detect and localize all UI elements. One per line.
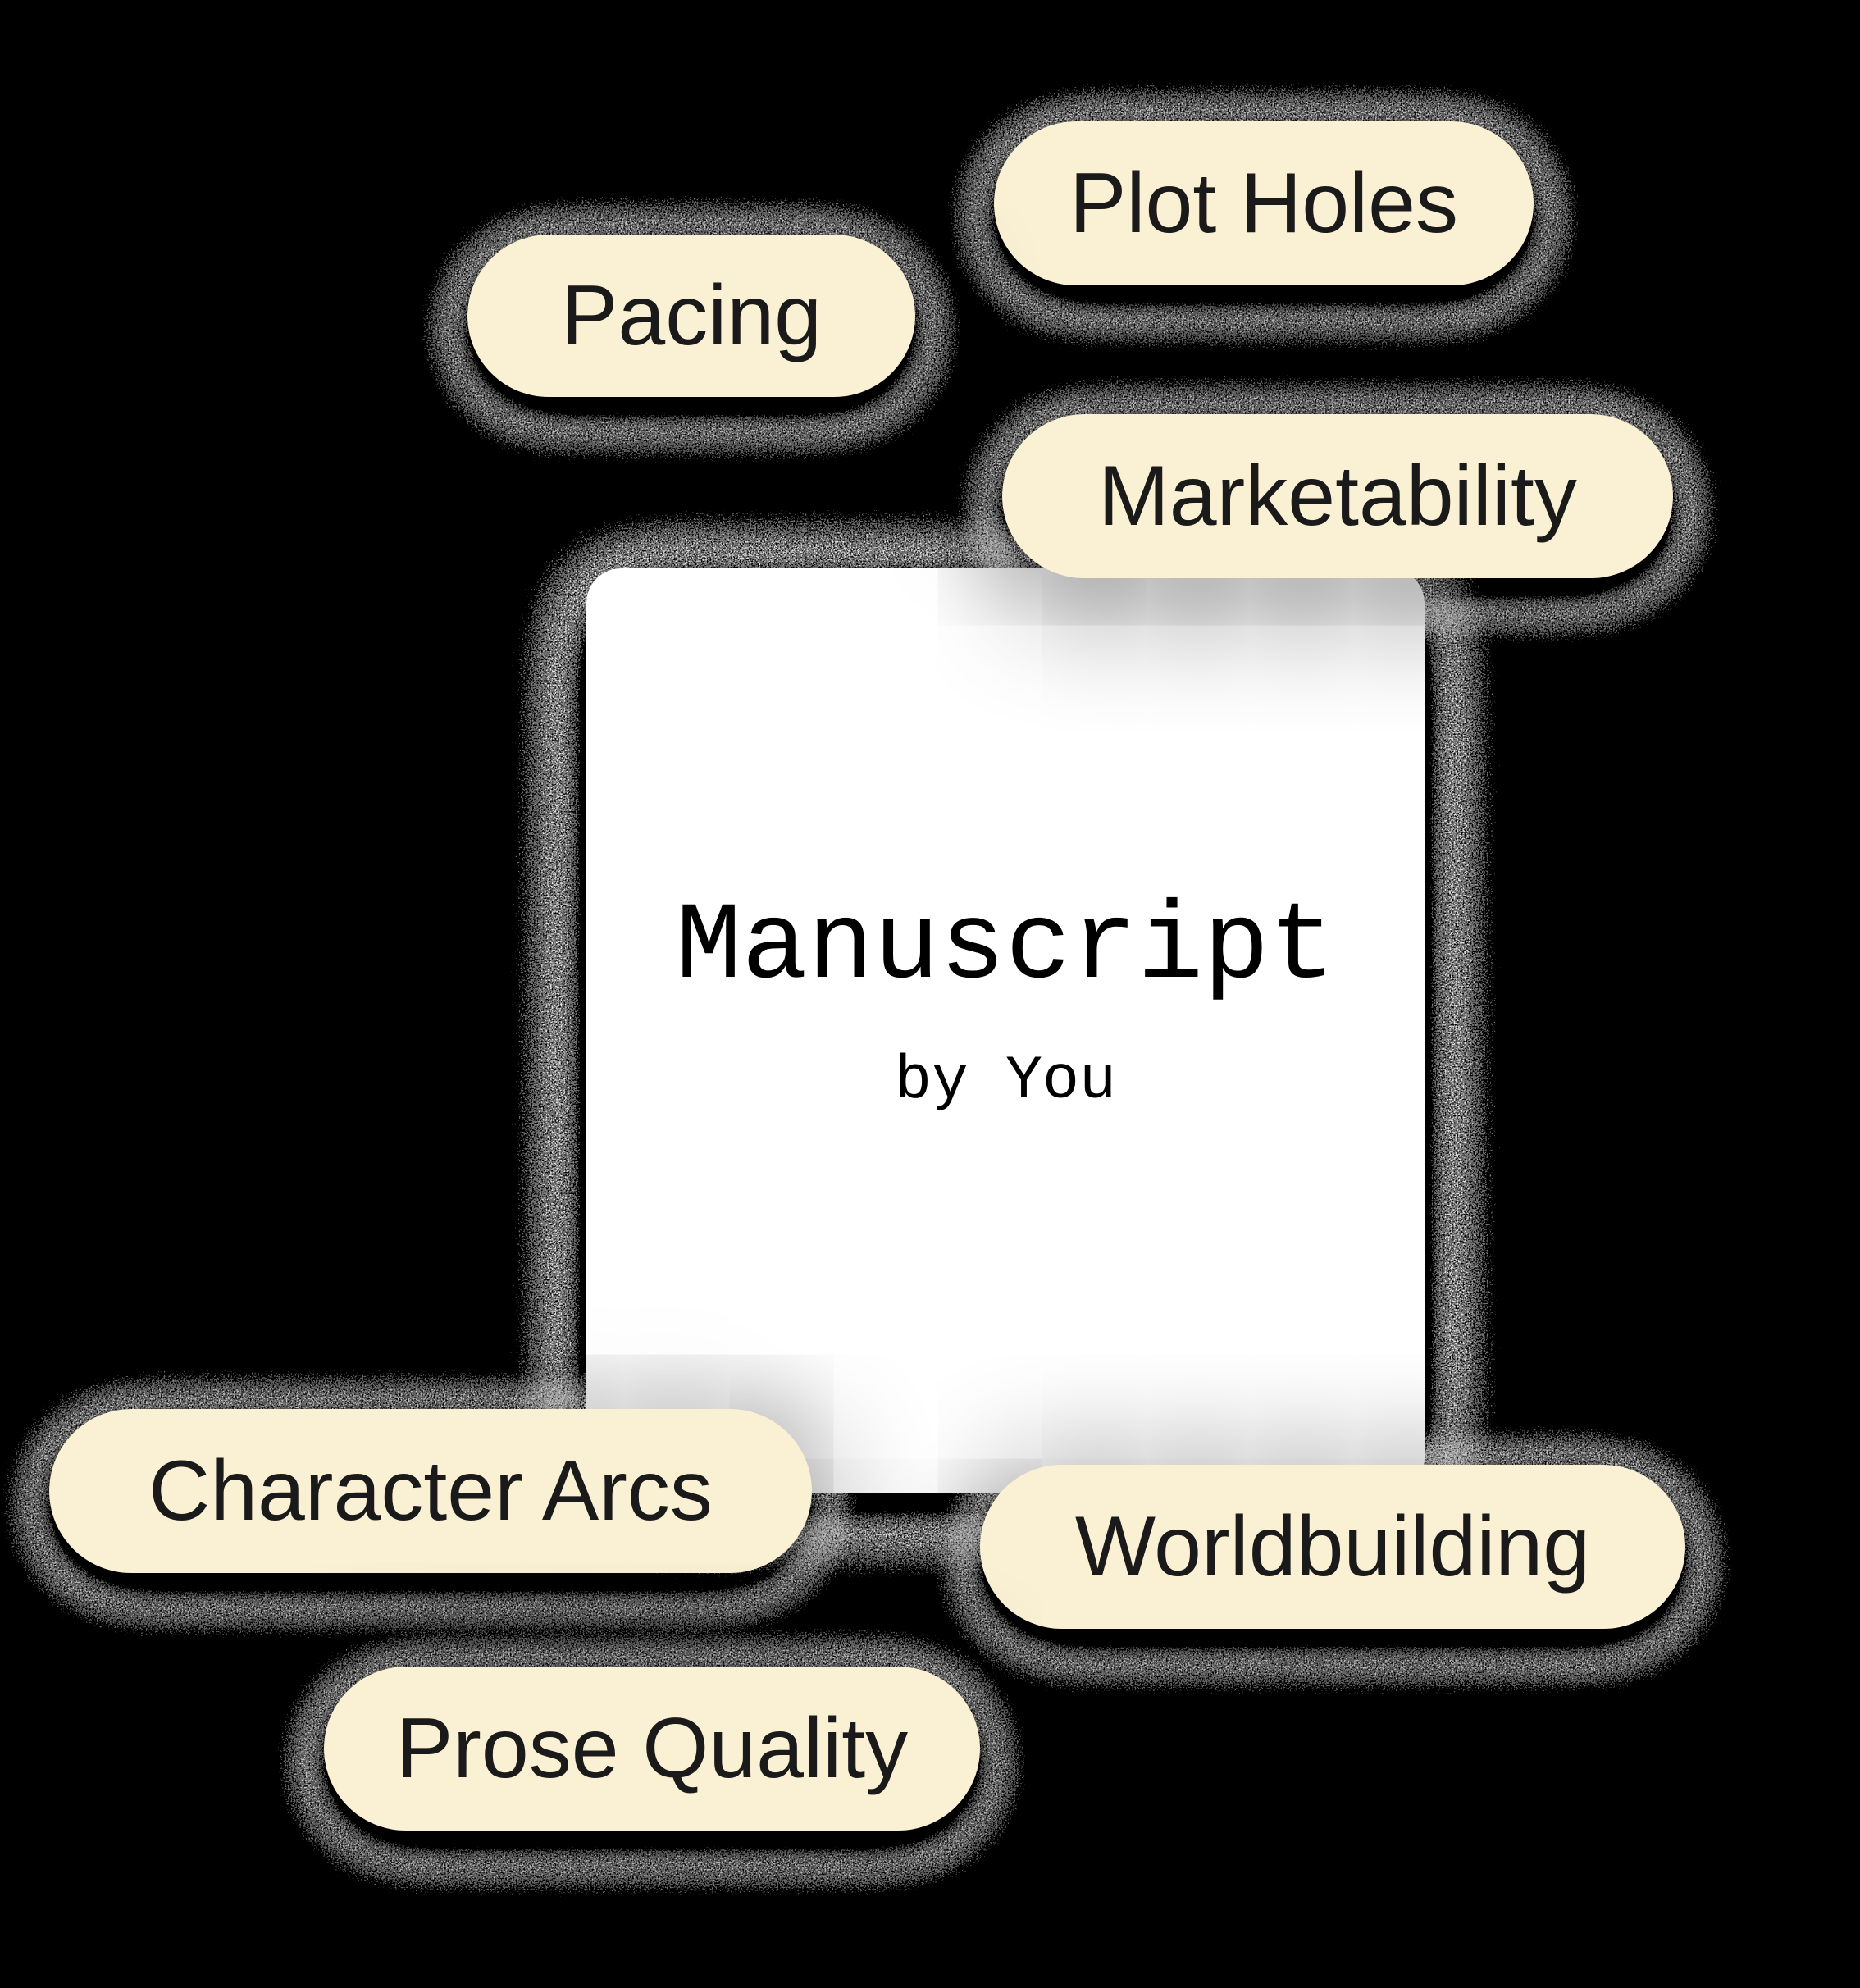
manuscript-title: Manuscript — [675, 886, 1336, 1010]
tag-label-worldbuilding: Worldbuilding — [1074, 1498, 1591, 1594]
tag-label-marketability: Marketability — [1098, 448, 1577, 544]
tag-pill-prose-quality: Prose Quality — [324, 1667, 980, 1831]
tag-label-character-arcs: Character Arcs — [148, 1443, 713, 1539]
tag-label-plot-holes: Plot Holes — [1069, 155, 1458, 251]
tag-label-prose-quality: Prose Quality — [395, 1700, 909, 1796]
tag-pill-worldbuilding: Worldbuilding — [980, 1465, 1685, 1629]
tag-label-pacing: Pacing — [561, 267, 822, 363]
tag-pill-marketability: Marketability — [1002, 414, 1673, 578]
tag-pill-character-arcs: Character Arcs — [49, 1409, 812, 1573]
tag-pill-pacing: Pacing — [467, 235, 915, 397]
tag-pill-plot-holes: Plot Holes — [994, 121, 1534, 285]
manuscript-byline: by You — [894, 1046, 1117, 1116]
manuscript-card: Manuscript by You — [586, 568, 1425, 1493]
